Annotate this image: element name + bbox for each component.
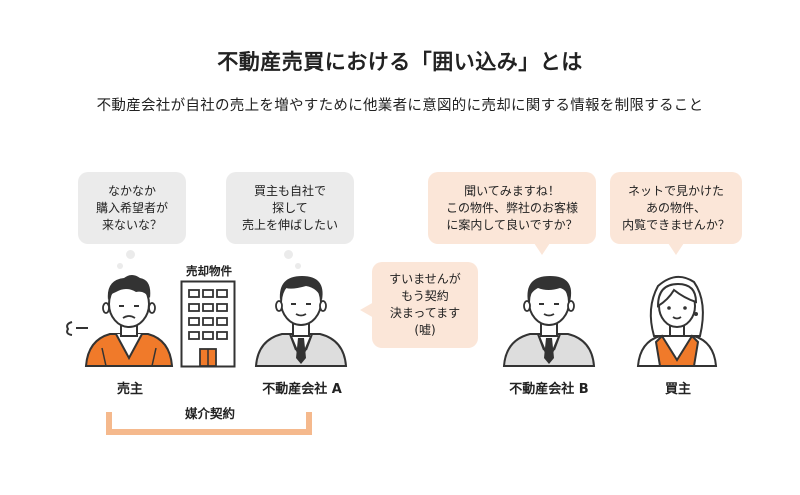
seller-thought-bubble: なかなか 購入希望者が 来ないな？ bbox=[78, 172, 186, 244]
seller-thought-line-1: なかなか bbox=[107, 183, 156, 198]
property-label: 売却物件 bbox=[186, 264, 232, 278]
agent-a-thought-line-2: 探して bbox=[272, 200, 308, 215]
seller-figure bbox=[84, 275, 174, 367]
agent-a-figure bbox=[254, 276, 348, 367]
contract-label: 媒介契約 bbox=[184, 406, 235, 421]
buyer-line-1: ネットで見かけた bbox=[627, 183, 724, 198]
agent-a-reply-tail bbox=[360, 302, 374, 318]
buyer-bubble: ネットで見かけた あの物件、 内覧できませんか？ bbox=[610, 172, 742, 244]
buyer-line-3: 内覧できませんか？ bbox=[622, 217, 730, 232]
agent-b-label: 不動産会社 B bbox=[509, 382, 589, 397]
seller-label: 売主 bbox=[116, 382, 143, 397]
agent-b-figure bbox=[502, 276, 596, 367]
agent-a-thought-bubble: 買主も自社で 探して 売上を伸ばしたい bbox=[226, 172, 354, 244]
agent-a-thought-line-3: 売上を伸ばしたい bbox=[241, 217, 338, 232]
sigh-icon bbox=[66, 321, 88, 336]
agent-a-reply-line-3: 決まってます bbox=[389, 306, 461, 320]
buyer-label: 買主 bbox=[664, 382, 691, 397]
buyer-bubble-tail bbox=[668, 243, 684, 255]
agent-b-line-3: に案内して良いですか？ bbox=[446, 217, 578, 232]
agent-a-reply-line-1: すいませんが bbox=[389, 272, 461, 286]
agent-a-thought-dot-1 bbox=[284, 250, 293, 259]
agent-a-reply-line-2: もう契約 bbox=[401, 289, 449, 303]
seller-thought-dot-2 bbox=[117, 263, 123, 269]
page-subtitle: 不動産会社が自社の売上を増やすために他業者に意図的に売却に関する情報を制限するこ… bbox=[96, 98, 704, 114]
seller-thought-line-3: 来ないな？ bbox=[101, 217, 162, 232]
agent-b-line-1: 聞いてみますね！ bbox=[464, 183, 560, 198]
buyer-figure bbox=[636, 275, 718, 367]
buyer-line-2: あの物件、 bbox=[645, 200, 706, 215]
agent-b-bubble: 聞いてみますね！ この物件、弊社のお客様 に案内して良いですか？ bbox=[428, 172, 596, 244]
agent-a-label: 不動産会社 A bbox=[262, 382, 342, 397]
seller-thought-dot-1 bbox=[126, 250, 135, 259]
seller-thought-line-2: 購入希望者が bbox=[95, 200, 168, 215]
agent-a-reply-line-4: (嘘) bbox=[414, 323, 436, 337]
contract-bracket bbox=[106, 412, 312, 435]
agent-a-thought-line-1: 買主も自社で bbox=[253, 183, 326, 198]
building-icon bbox=[180, 280, 236, 368]
agent-a-thought-dot-2 bbox=[295, 263, 301, 269]
agent-b-line-2: この物件、弊社のお客様 bbox=[445, 200, 578, 215]
agent-a-reply-bubble: すいませんが もう契約 決まってます (嘘) bbox=[372, 262, 478, 348]
page-title: 不動産売買における「囲い込み」とは bbox=[217, 50, 583, 74]
agent-b-bubble-tail bbox=[534, 243, 550, 255]
